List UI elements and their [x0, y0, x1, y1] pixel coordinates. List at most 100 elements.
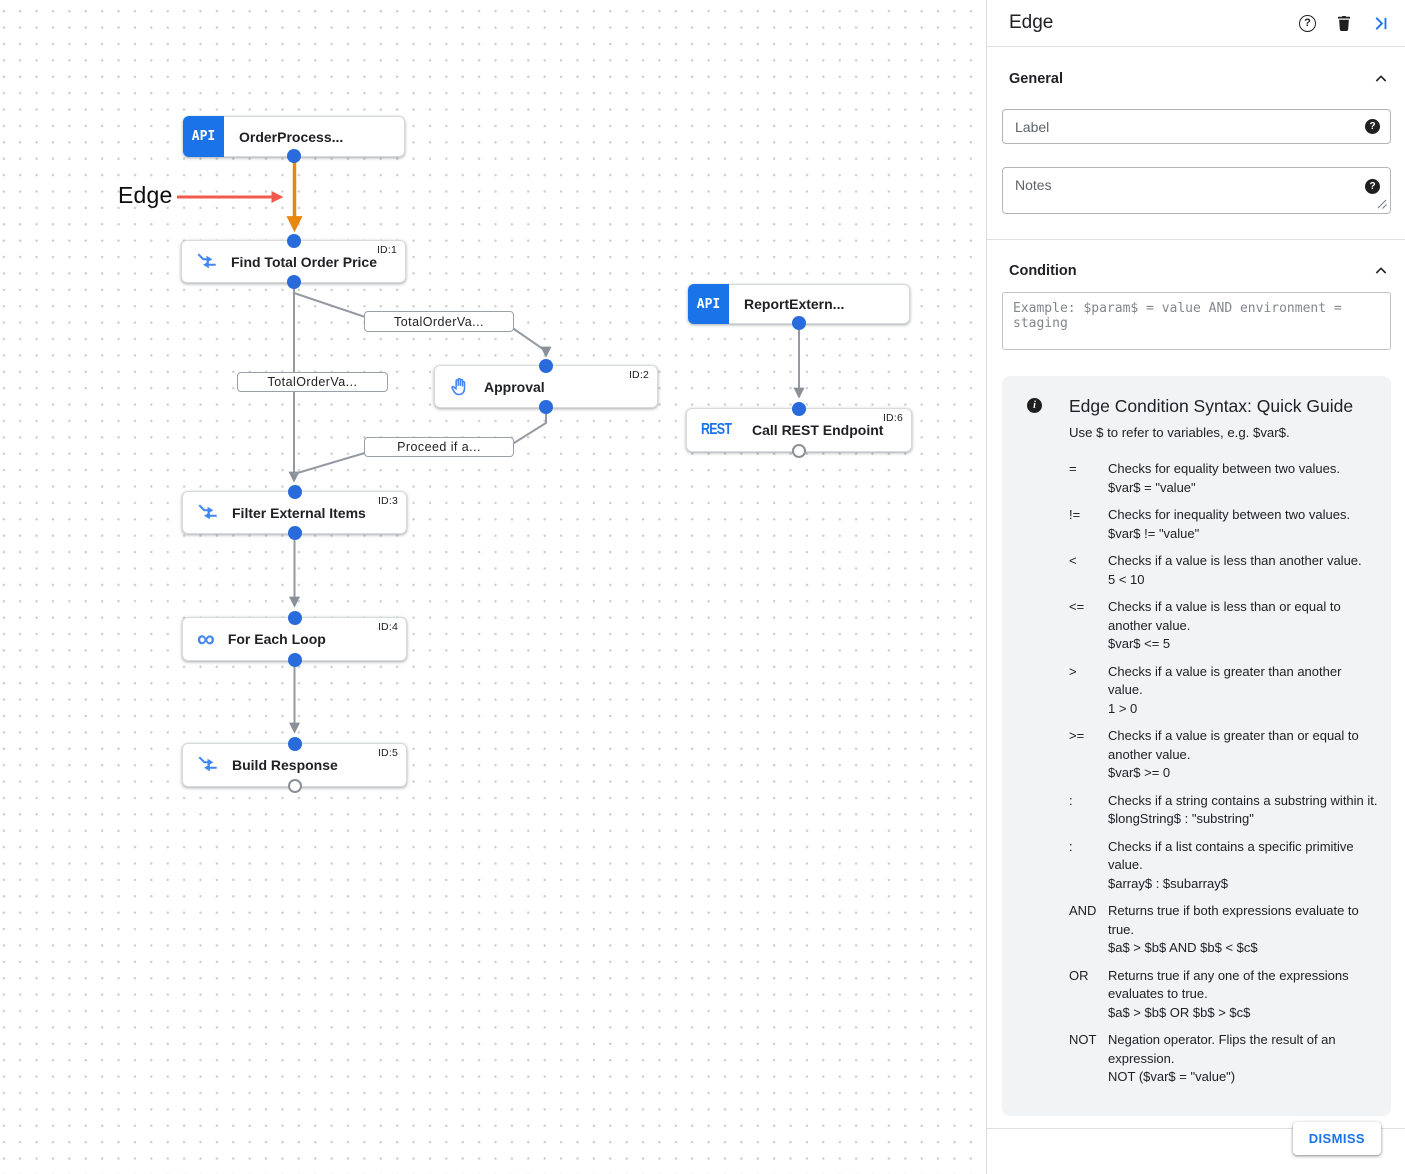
help-icon[interactable]: ? — [1299, 14, 1316, 32]
rest-task-icon: REST — [701, 421, 732, 438]
node-title: Call REST Endpoint — [752, 422, 884, 438]
collapse-panel-icon[interactable] — [1372, 15, 1389, 32]
data-mapping-icon — [197, 502, 219, 524]
guide-entry: >= Checks if a value is greater than or … — [1069, 727, 1378, 783]
guide-entry: : Checks if a list contains a specific p… — [1069, 838, 1378, 894]
guide-operator: <= — [1069, 599, 1085, 614]
output-connector[interactable] — [539, 400, 553, 414]
guide-operator: : — [1069, 792, 1073, 808]
guide-operator: OR — [1069, 967, 1089, 983]
guide-description: Checks if a list contains a specific pri… — [1108, 838, 1354, 873]
guide-entry: OR Returns true if any one of the expres… — [1069, 967, 1378, 1023]
node-id-label: ID:5 — [377, 747, 398, 759]
label-help-icon[interactable]: ? — [1365, 119, 1380, 134]
flow-canvas[interactable]: Edge API OrderProcess... ID:1 Find Total… — [0, 0, 986, 1174]
edge-properties-panel: Edge ? General — [986, 0, 1405, 1174]
node-approval[interactable]: ID:2 Approval — [434, 359, 658, 414]
guide-entry: AND Returns true if both expressions eva… — [1069, 902, 1378, 958]
guide-entry: > Checks if a value is greater than anot… — [1069, 663, 1378, 719]
guide-example: $a$ > $b$ OR $b$ > $c$ — [1108, 1004, 1251, 1020]
guide-title: Edge Condition Syntax: Quick Guide — [1069, 396, 1354, 416]
guide-entry: NOT Negation operator. Flips the result … — [1069, 1031, 1378, 1087]
condition-collapse-chevron-icon[interactable] — [1373, 263, 1389, 279]
guide-entry: < Checks if a value is less than another… — [1069, 552, 1378, 589]
output-connector[interactable] — [287, 779, 302, 793]
edge-condition-label[interactable]: TotalOrderVa... — [364, 311, 514, 332]
node-id-label: ID:4 — [377, 621, 398, 633]
approval-hand-icon — [449, 376, 471, 398]
node-title: Build Response — [232, 757, 338, 773]
edge-condition-label[interactable]: Proceed if a... — [364, 437, 514, 457]
edge-annotation-label: Edge — [118, 182, 173, 208]
condition-syntax-guide: i Edge Condition Syntax: Quick Guide Use… — [1002, 376, 1391, 1116]
guide-description: Checks if a string contains a substring … — [1108, 792, 1378, 808]
node-filter-external-items[interactable]: ID:3 Filter External Items — [182, 485, 407, 540]
node-title: Filter External Items — [232, 504, 366, 521]
guide-operator: > — [1069, 663, 1077, 679]
guide-example: $var$ != "value" — [1108, 525, 1200, 541]
data-mapping-icon — [196, 251, 218, 273]
node-id-label: ID:3 — [377, 495, 398, 507]
label-input[interactable] — [1002, 109, 1391, 144]
edges-layer — [177, 159, 805, 734]
notes-help-icon[interactable]: ? — [1365, 179, 1380, 194]
guide-example: $var$ >= 0 — [1108, 765, 1171, 780]
guide-operator: = — [1069, 461, 1077, 476]
guide-example: $var$ <= 5 — [1108, 636, 1171, 651]
delete-icon[interactable] — [1335, 14, 1353, 33]
node-orderprocess-trigger[interactable]: API OrderProcess... — [183, 116, 405, 163]
guide-description: Checks for inequality between two values… — [1108, 507, 1351, 522]
node-call-rest-endpoint[interactable]: ID:6 REST Call REST Endpoint — [686, 402, 912, 458]
node-title: Find Total Order Price — [231, 253, 377, 270]
node-reportextern-trigger[interactable]: API ReportExtern... — [688, 284, 910, 330]
guide-operator: < — [1069, 553, 1077, 568]
guide-operator: NOT — [1069, 1032, 1097, 1047]
input-connector[interactable] — [539, 359, 553, 373]
node-find-total-order-price[interactable]: ID:1 Find Total Order Price — [181, 234, 406, 289]
output-connector[interactable] — [287, 526, 302, 540]
guide-example: $var$ = "value" — [1108, 479, 1196, 495]
guide-example: $array$ : $subarray$ — [1108, 875, 1228, 891]
guide-description: Checks if a value is greater than or equ… — [1108, 728, 1359, 762]
output-connector[interactable] — [792, 316, 806, 330]
output-connector[interactable] — [287, 653, 302, 667]
node-build-response[interactable]: ID:5 Build Response — [182, 737, 407, 793]
output-connector[interactable] — [286, 275, 301, 289]
edge-condition-label[interactable]: TotalOrderVa... — [237, 372, 388, 392]
condition-section: Condition i Edge Condition Syntax: Quick… — [987, 240, 1405, 1116]
condition-input[interactable] — [1002, 292, 1391, 350]
general-collapse-chevron-icon[interactable] — [1373, 71, 1389, 87]
guide-description: Negation operator. Flips the result of a… — [1108, 1032, 1336, 1066]
panel-header: Edge ? — [987, 0, 1405, 47]
guide-entry: = Checks for equality between two values… — [1069, 460, 1378, 497]
output-connector[interactable] — [792, 444, 806, 458]
guide-example: NOT ($var$ = "value") — [1108, 1069, 1236, 1084]
input-connector[interactable] — [287, 485, 302, 499]
condition-heading: Condition — [1009, 263, 1077, 279]
node-for-each-loop[interactable]: ID:4 ∞ For Each Loop — [182, 611, 407, 667]
node-title: ReportExtern... — [744, 296, 845, 312]
input-connector[interactable] — [792, 402, 806, 416]
general-heading: General — [1009, 71, 1063, 87]
edge-approval-filter[interactable] — [293, 409, 547, 475]
input-connector[interactable] — [287, 611, 302, 625]
guide-description: Checks if a value is less than another v… — [1108, 553, 1362, 568]
guide-description: Returns true if both expressions evaluat… — [1108, 903, 1359, 937]
node-title: For Each Loop — [227, 631, 326, 647]
info-icon: i — [1027, 398, 1042, 413]
guide-example: 1 > 0 — [1108, 700, 1138, 716]
panel-title: Edge — [1009, 12, 1054, 33]
guide-entries: = Checks for equality between two values… — [1069, 460, 1378, 1087]
guide-description: Returns true if any one of the expressio… — [1108, 967, 1349, 1002]
edge-findtotal-approval[interactable] — [293, 283, 552, 358]
output-connector[interactable] — [287, 149, 301, 163]
resize-handle-icon[interactable] — [1377, 199, 1387, 209]
input-connector[interactable] — [286, 234, 301, 248]
node-id-label: ID:1 — [376, 244, 397, 256]
guide-operator: AND — [1069, 903, 1097, 918]
input-connector[interactable] — [287, 737, 302, 751]
node-id-label: ID:6 — [882, 412, 903, 424]
notes-input[interactable] — [1002, 167, 1391, 214]
dismiss-button[interactable]: DISMISS — [1292, 1122, 1381, 1155]
